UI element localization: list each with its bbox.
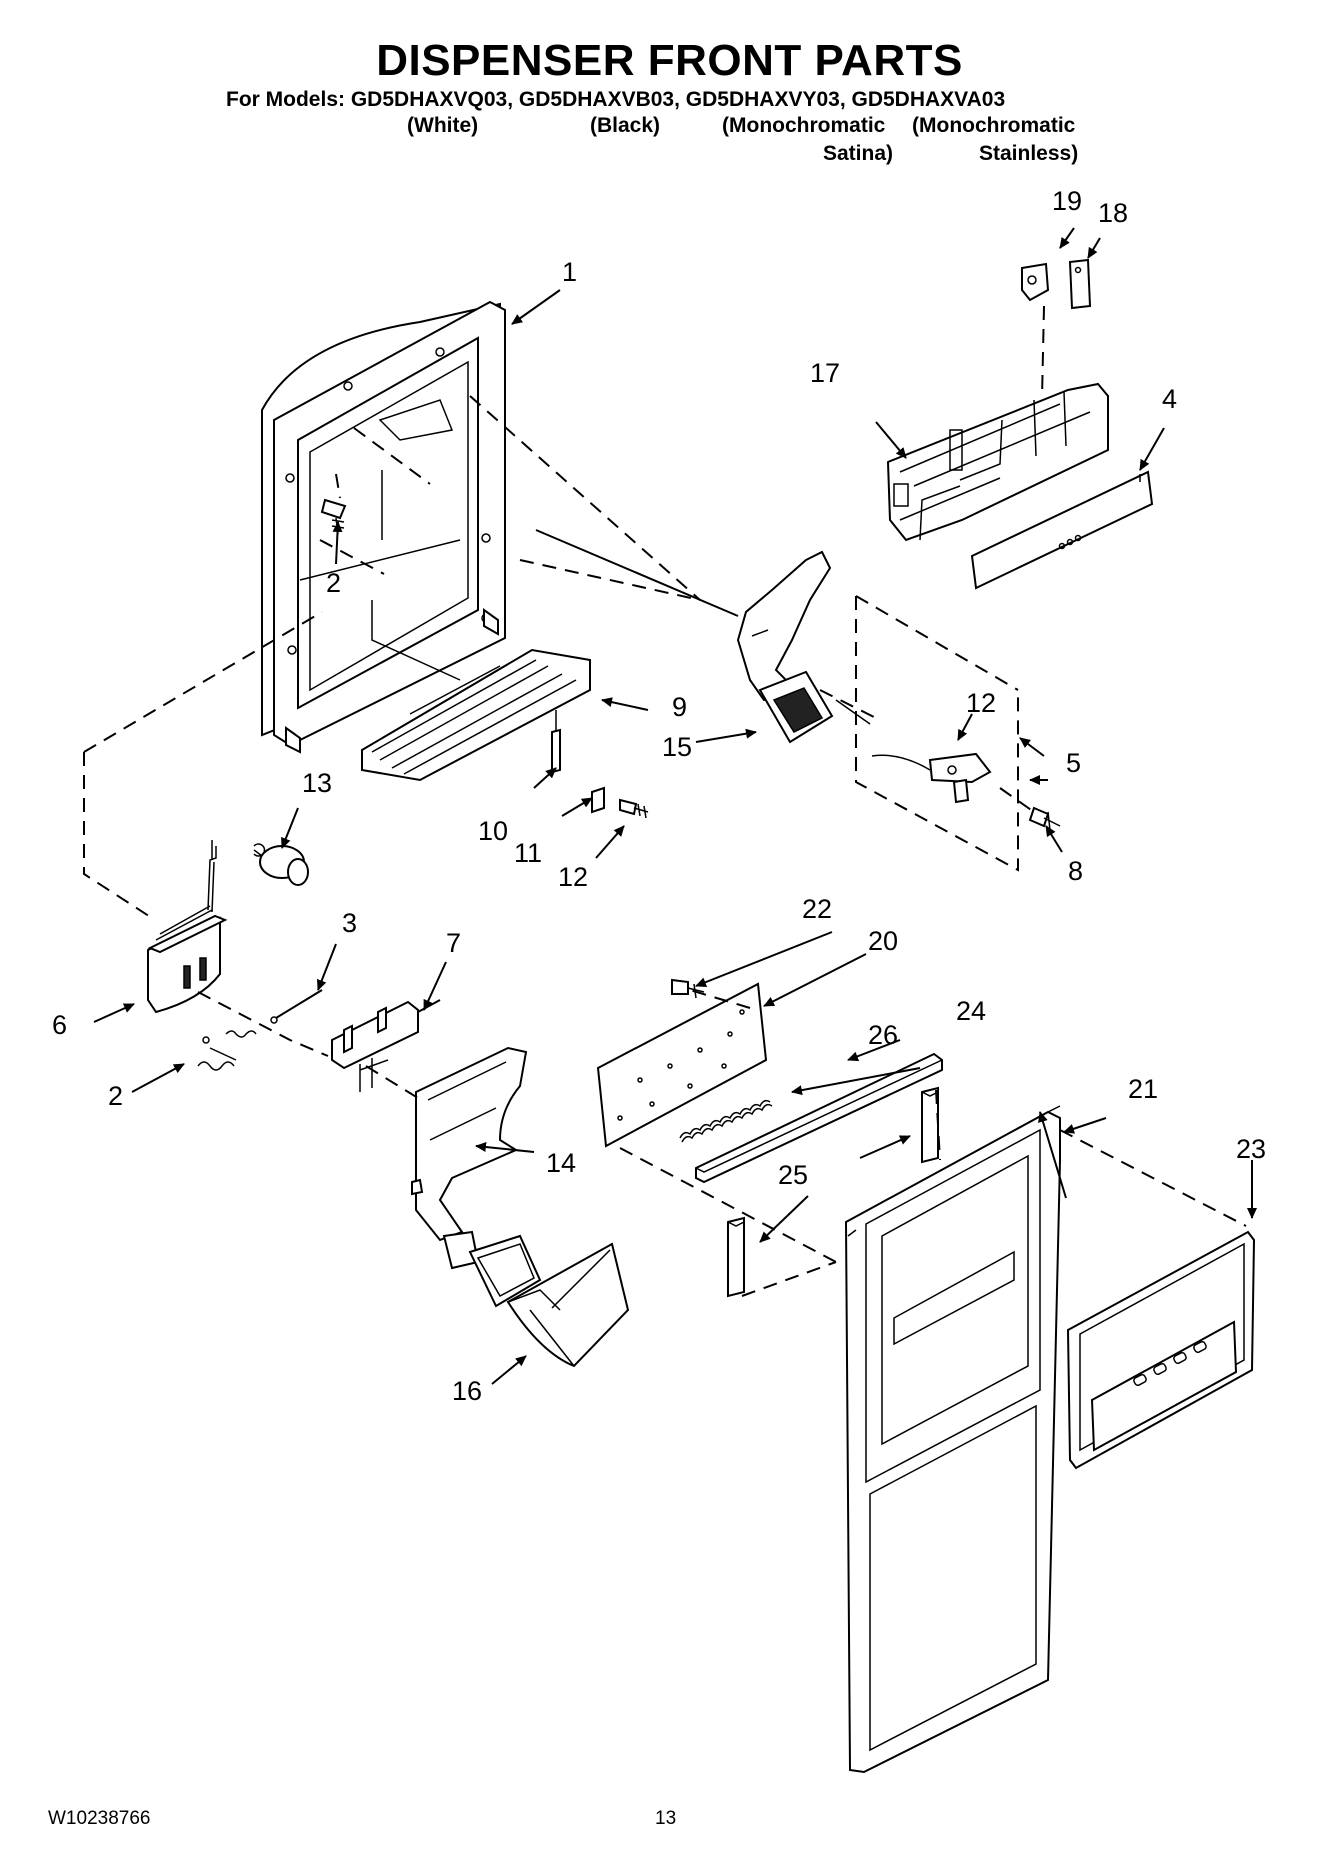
part-17-control-housing xyxy=(886,382,1109,542)
callout-14: 14 xyxy=(546,1148,576,1178)
variant-satina: Satina) xyxy=(823,142,894,165)
part-7-lever-bracket xyxy=(331,999,441,1092)
wires xyxy=(211,529,871,860)
part-22-screw xyxy=(671,978,705,999)
callout-15: 15 xyxy=(662,732,692,762)
callout-11: 11 xyxy=(514,838,542,868)
variant-monochromatic-1: (Monochromatic xyxy=(722,114,886,137)
variant-monochromatic-2: (Monochromatic xyxy=(912,114,1076,137)
document-number: W10238766 xyxy=(48,1808,151,1829)
callout-labels: 1 2 2 3 4 5 6 7 8 9 10 11 12 12 13 14 15… xyxy=(52,186,1266,1406)
part-9-drip-tray xyxy=(361,648,591,782)
part-24-bar xyxy=(695,1052,943,1184)
callout-26: 26 xyxy=(868,1020,898,1050)
callout-17: 17 xyxy=(810,358,840,388)
callout-25: 25 xyxy=(778,1160,808,1190)
part-18-plate xyxy=(1068,258,1092,310)
part-15-water-paddle xyxy=(736,550,834,744)
callout-2-lower: 2 xyxy=(108,1081,123,1111)
callout-8: 8 xyxy=(1068,856,1083,886)
part-3-pin xyxy=(270,989,323,1024)
callout-4: 4 xyxy=(1162,384,1177,414)
callout-24: 24 xyxy=(956,996,986,1026)
callout-12-mid: 12 xyxy=(558,862,588,892)
page-title: DISPENSER FRONT PARTS xyxy=(376,36,963,85)
part-10-clip xyxy=(551,710,561,774)
callout-3: 3 xyxy=(342,908,357,938)
part-23-front-cover xyxy=(1066,1230,1256,1470)
callout-23: 23 xyxy=(1236,1134,1266,1164)
callout-22: 22 xyxy=(802,894,832,924)
callout-20: 20 xyxy=(868,926,898,956)
callout-13: 13 xyxy=(302,768,332,798)
callout-7: 7 xyxy=(446,928,461,958)
callout-18: 18 xyxy=(1098,198,1128,228)
part-13-solenoid xyxy=(253,843,309,886)
callout-10: 10 xyxy=(478,816,508,846)
callout-16: 16 xyxy=(452,1376,482,1406)
part-14-ice-paddle xyxy=(411,1046,542,1308)
callout-arrows xyxy=(93,227,1257,1385)
variant-black: (Black) xyxy=(590,114,661,137)
callout-12-right: 12 xyxy=(966,688,996,718)
callout-2-upper: 2 xyxy=(326,568,341,598)
callout-5: 5 xyxy=(1066,748,1081,778)
variant-stainless: Stainless) xyxy=(979,142,1079,165)
callout-19: 19 xyxy=(1052,186,1082,216)
part-6-switch-box xyxy=(147,846,228,1014)
models-prefix: For Models: xyxy=(226,88,345,111)
models-line: For Models: GD5DHAXVQ03, GD5DHAXVB03, GD… xyxy=(226,88,1005,112)
callout-9: 9 xyxy=(672,692,687,722)
part-1-housing xyxy=(261,300,506,754)
part-11-bracket xyxy=(591,786,605,814)
part-20-panel xyxy=(596,982,768,1148)
models-list: GD5DHAXVQ03, GD5DHAXVB03, GD5DHAXVY03, G… xyxy=(350,88,1006,111)
part-16-ice-chute xyxy=(506,1242,630,1368)
part-25-block-upper xyxy=(921,1086,939,1164)
part-21-front-frame xyxy=(844,1105,1061,1774)
part-12-screw-mid xyxy=(619,798,649,819)
alignment-lines xyxy=(83,305,1247,1297)
part-8-screw xyxy=(1028,806,1061,831)
callout-1: 1 xyxy=(562,257,577,287)
part-25-block-lower xyxy=(727,1216,745,1298)
part-26-spring xyxy=(679,1099,773,1143)
callout-6: 6 xyxy=(52,1010,67,1040)
part-4-control-board xyxy=(970,470,1154,590)
variant-white: (White) xyxy=(407,114,479,137)
part-12-lever-right xyxy=(871,752,992,804)
callout-21: 21 xyxy=(1128,1074,1158,1104)
part-19-sensor xyxy=(1021,262,1050,302)
page-number: 13 xyxy=(655,1808,677,1829)
part-2-spring-lower xyxy=(197,1030,257,1071)
